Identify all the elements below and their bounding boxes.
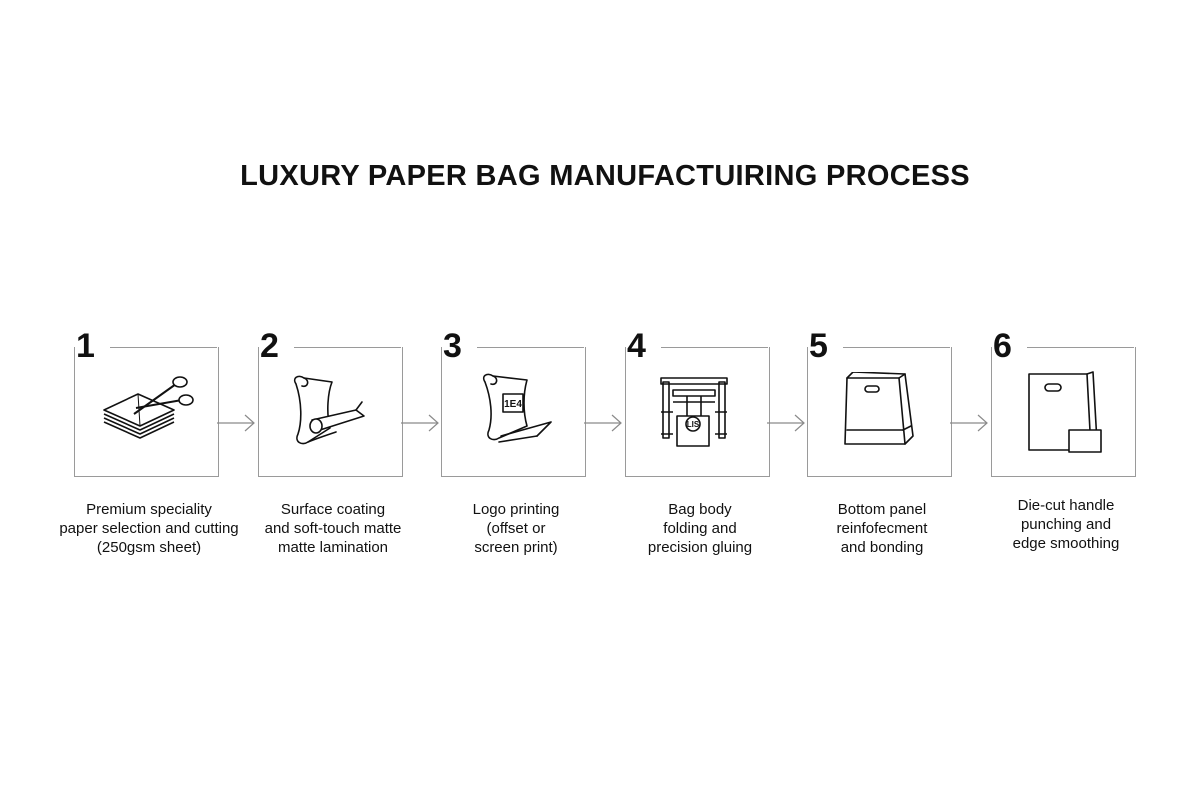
arrow-right-icon: [217, 414, 255, 432]
step-icon-box: [258, 347, 403, 477]
arrow-right-icon: [767, 414, 805, 432]
step-number: 2: [260, 327, 279, 365]
step-icon-box: [991, 347, 1136, 477]
step-icon-box: [625, 347, 770, 477]
arrow-right-icon: [950, 414, 988, 432]
step-label: Bottom panel reinfofecment and bonding: [836, 501, 928, 556]
arrow-right-icon: [401, 414, 439, 432]
step-number-line: [843, 347, 950, 348]
step-number-line: [1027, 347, 1134, 348]
paper-stack-scissors-icon: [103, 376, 194, 439]
step-number: 3: [443, 327, 462, 365]
paper-bag-icon: [844, 372, 914, 445]
svg-text:LIS: LIS: [687, 420, 700, 429]
step-label: Premium speciality paper selection and c…: [59, 501, 239, 556]
logo-print-sheet-icon: 1E4: [482, 373, 552, 443]
svg-text:1E4: 1E4: [504, 399, 522, 410]
step-5: 5 Bottom panel reinfofecment and bonding: [807, 320, 1007, 580]
arrow-right-icon: [584, 414, 622, 432]
step-label: Die-cut handle punching and edge smoothi…: [1012, 497, 1120, 552]
step-icon-box: [74, 347, 219, 477]
step-label: Logo printing (offset or screen print): [472, 501, 560, 556]
diagram-title: LUXURY PAPER BAG MANUFACTUIRING PROCESS: [240, 160, 970, 192]
step-icon-box: [807, 347, 952, 477]
step-6: 6 Die-cut handle punching and edge smoot…: [991, 320, 1191, 580]
lamination-roller-icon: [293, 375, 365, 445]
step-number: 1: [76, 327, 95, 365]
step-number: 5: [809, 327, 828, 365]
step-2: 2 Surface coating and soft-touch matte m…: [258, 320, 458, 580]
step-number: 4: [627, 327, 646, 365]
step-icon-box: [441, 347, 586, 477]
die-cut-bag-icon: [1028, 371, 1102, 453]
step-label: Bag body folding and precision gluing: [647, 501, 753, 556]
step-label: Surface coating and soft-touch matte mat…: [264, 501, 402, 556]
step-number-line: [294, 347, 401, 348]
step-3: 3 1E4 Logo printing (offset or screen pr…: [441, 320, 641, 580]
step-4: 4 LIS Bag body folding and precision glu…: [625, 320, 825, 580]
step-number-line: [477, 347, 584, 348]
step-number: 6: [993, 327, 1012, 365]
step-number-line: [661, 347, 768, 348]
folding-gluing-machine-icon: LIS: [660, 377, 728, 447]
step-1: 1 Premium speciality paper selection and…: [59, 320, 274, 580]
step-number-line: [110, 347, 217, 348]
